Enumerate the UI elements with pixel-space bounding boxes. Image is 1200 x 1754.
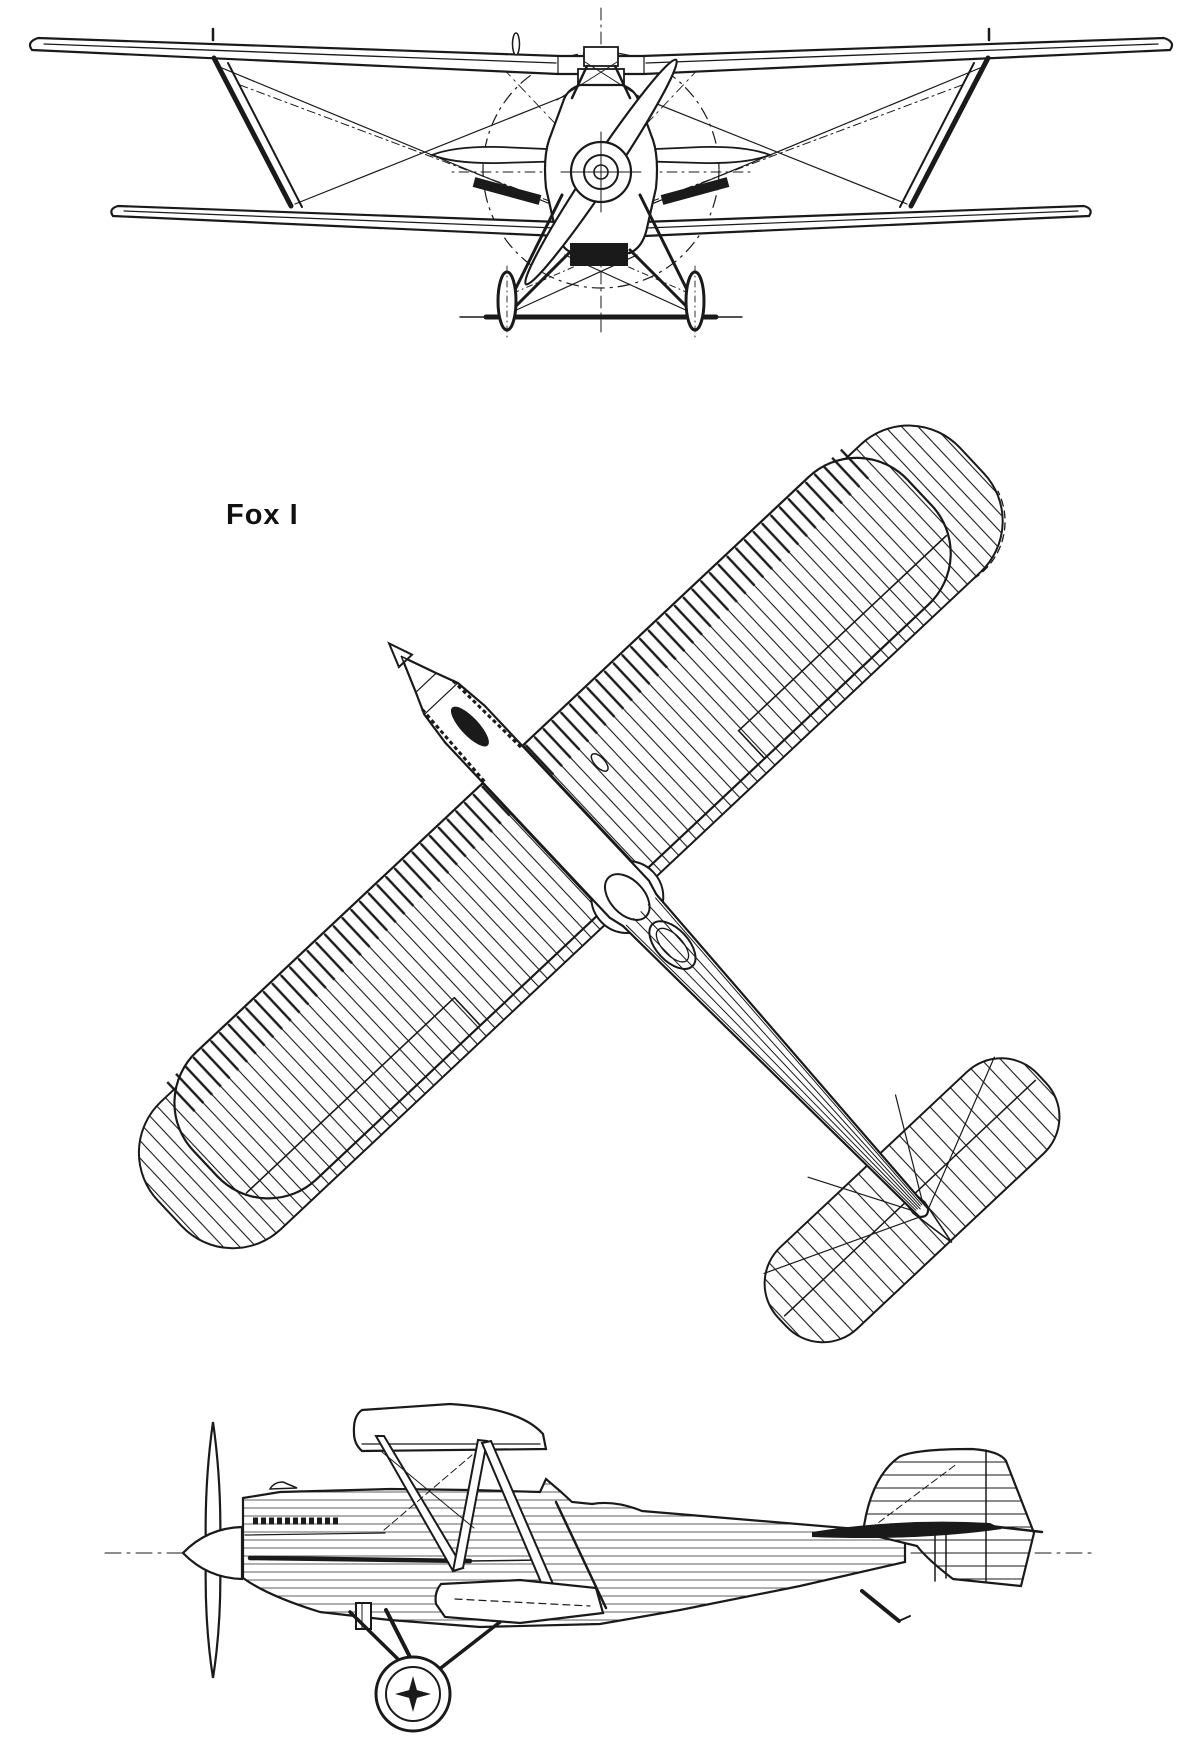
hidden-tip-outline bbox=[972, 490, 1006, 580]
propeller-hub bbox=[560, 131, 642, 213]
side-fuselage bbox=[241, 1477, 907, 1629]
cabane-struts bbox=[556, 46, 646, 101]
elevator-cables bbox=[763, 1056, 995, 1275]
side-lower-wing bbox=[434, 1578, 605, 1625]
radiator bbox=[570, 243, 628, 266]
pitot-blade bbox=[511, 32, 521, 56]
side-spinner bbox=[181, 1525, 244, 1581]
interplane-struts bbox=[211, 27, 991, 209]
aileron-lines bbox=[245, 534, 948, 1194]
nose-details bbox=[400, 655, 522, 783]
side-view-drawing bbox=[104, 1402, 1093, 1733]
tailskid bbox=[860, 1589, 911, 1623]
fin-rudder bbox=[861, 1447, 1036, 1588]
front-view-drawing bbox=[28, 7, 1174, 341]
cowling-details bbox=[244, 1481, 541, 1564]
side-upper-wing bbox=[352, 1402, 548, 1453]
plan-spinner bbox=[387, 641, 414, 669]
wing-handhold bbox=[590, 752, 609, 772]
front-wheels bbox=[496, 265, 706, 341]
exhaust-pipes bbox=[472, 177, 730, 205]
side-wheel bbox=[374, 1655, 452, 1733]
plan-view-drawing bbox=[137, 424, 1061, 1344]
aircraft-label: Fox I bbox=[226, 499, 299, 531]
rear-fuselage-stringers bbox=[625, 897, 923, 1211]
side-tailplane bbox=[812, 1521, 1044, 1582]
